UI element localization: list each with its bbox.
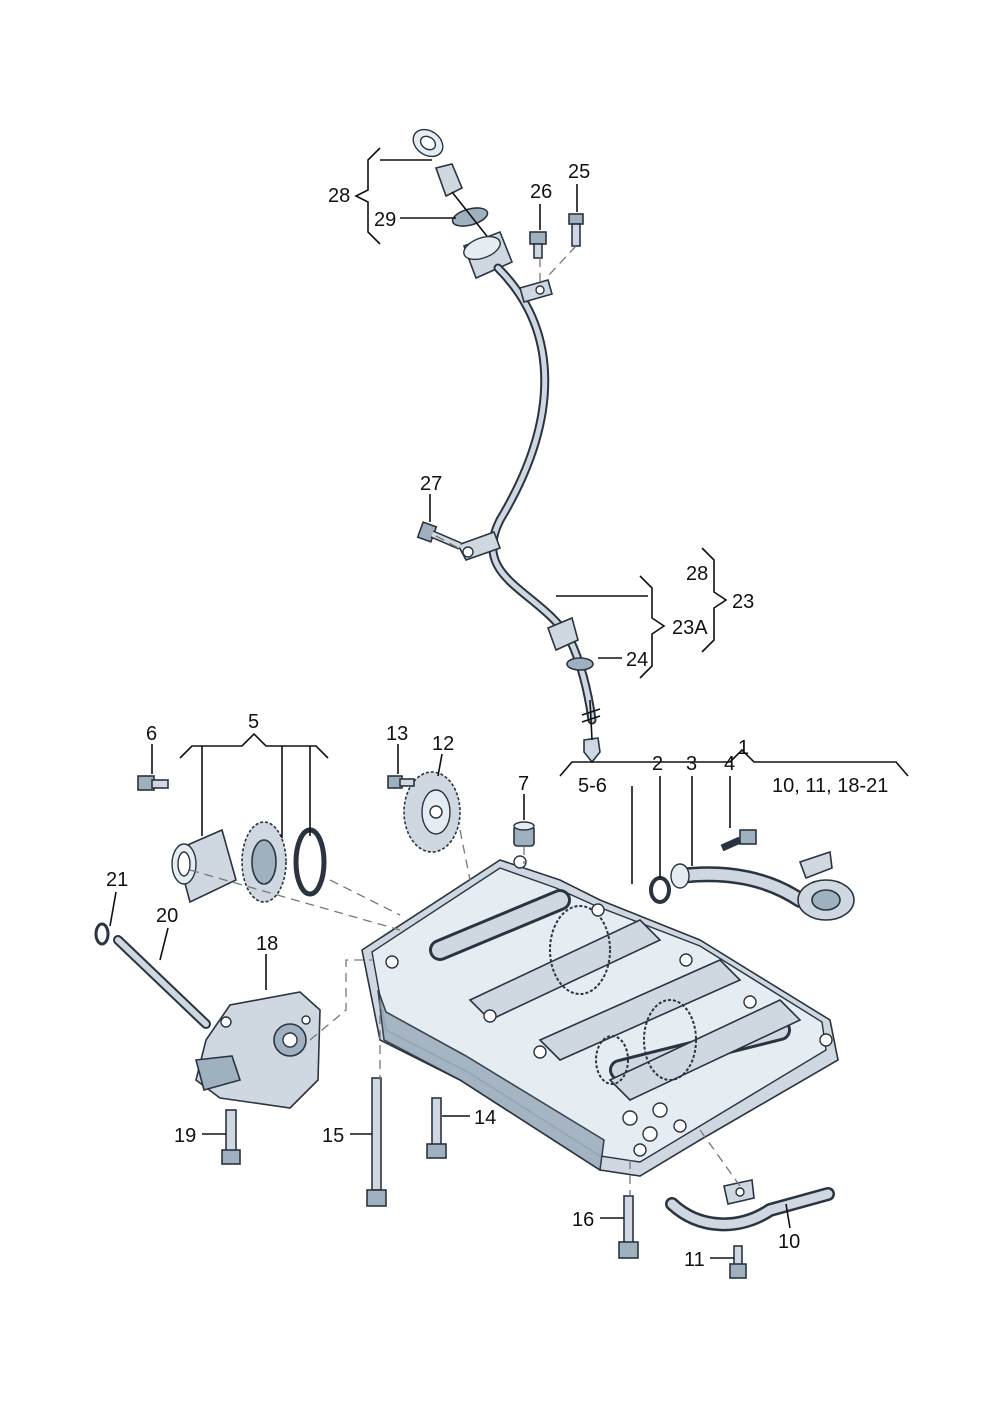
oil-pipe-10 xyxy=(665,1179,835,1232)
bolt-15 xyxy=(366,1077,387,1207)
callout-13: 13 xyxy=(386,723,408,745)
screw-6 xyxy=(137,775,169,791)
balancer-housing xyxy=(361,855,839,1177)
callout-11: 11 xyxy=(684,1249,705,1271)
callout-19: 19 xyxy=(174,1125,196,1147)
callout-1: 1 xyxy=(738,737,749,759)
callout-21: 21 xyxy=(106,869,128,891)
callout-15: 15 xyxy=(322,1125,344,1147)
assembly-lines xyxy=(189,245,741,1196)
callout-20: 20 xyxy=(156,905,178,927)
gear-5 xyxy=(241,821,287,903)
dipstick-tip xyxy=(583,737,601,764)
callout-18: 18 xyxy=(256,933,278,955)
lower-o-ring xyxy=(566,657,594,671)
bolt-16 xyxy=(618,1195,639,1259)
screw-25 xyxy=(568,213,584,247)
oil-pump xyxy=(194,991,321,1109)
circlip-21 xyxy=(94,922,110,946)
screw-13 xyxy=(387,775,415,789)
callout-24: 24 xyxy=(626,649,648,671)
bolt-4 xyxy=(720,829,757,852)
callout-10: 10 xyxy=(778,1231,800,1253)
sleeve-7 xyxy=(513,821,535,847)
leader-lines xyxy=(109,147,909,1259)
callout-7: 7 xyxy=(518,773,529,795)
callout-12: 12 xyxy=(432,733,454,755)
oil-pipe-3 xyxy=(670,850,855,921)
dipstick-cap xyxy=(434,163,464,198)
callout-3: 3 xyxy=(686,753,697,775)
pin-20 xyxy=(113,935,211,1029)
callout-29: 29 xyxy=(374,209,396,231)
bolt-19 xyxy=(221,1109,241,1165)
bolt-11 xyxy=(729,1245,747,1279)
callout-28-right: 28 xyxy=(686,563,708,585)
bearing-bush xyxy=(171,828,237,904)
snap-ring xyxy=(293,827,327,897)
lower-sleeve xyxy=(546,616,579,652)
callout-23: 23 xyxy=(732,591,754,613)
callout-6: 6 xyxy=(146,723,157,745)
callout-14: 14 xyxy=(474,1107,496,1129)
callout-28-top: 28 xyxy=(328,185,350,207)
callout-23A: 23A xyxy=(672,617,708,639)
callout-5-6: 5-6 xyxy=(578,775,607,797)
bolt-14 xyxy=(426,1097,447,1159)
callout-26: 26 xyxy=(530,181,552,203)
callout-5: 5 xyxy=(248,711,259,733)
callout-27: 27 xyxy=(420,473,442,495)
screw-27 xyxy=(416,521,462,550)
gear-12 xyxy=(403,771,461,853)
screw-26 xyxy=(529,231,547,259)
callout-10-group: 10, 11, 18-21 xyxy=(772,775,888,797)
callout-25: 25 xyxy=(568,161,590,183)
callout-labels: 28 29 26 25 27 28 23 23A 24 1 5-6 2 3 4 … xyxy=(106,161,888,1271)
o-ring-2 xyxy=(649,876,671,904)
callout-4: 4 xyxy=(724,753,735,775)
dipstick-assembly xyxy=(412,128,601,764)
callout-16: 16 xyxy=(572,1209,594,1231)
dipstick-seal xyxy=(451,207,489,227)
callout-2: 2 xyxy=(652,753,663,775)
